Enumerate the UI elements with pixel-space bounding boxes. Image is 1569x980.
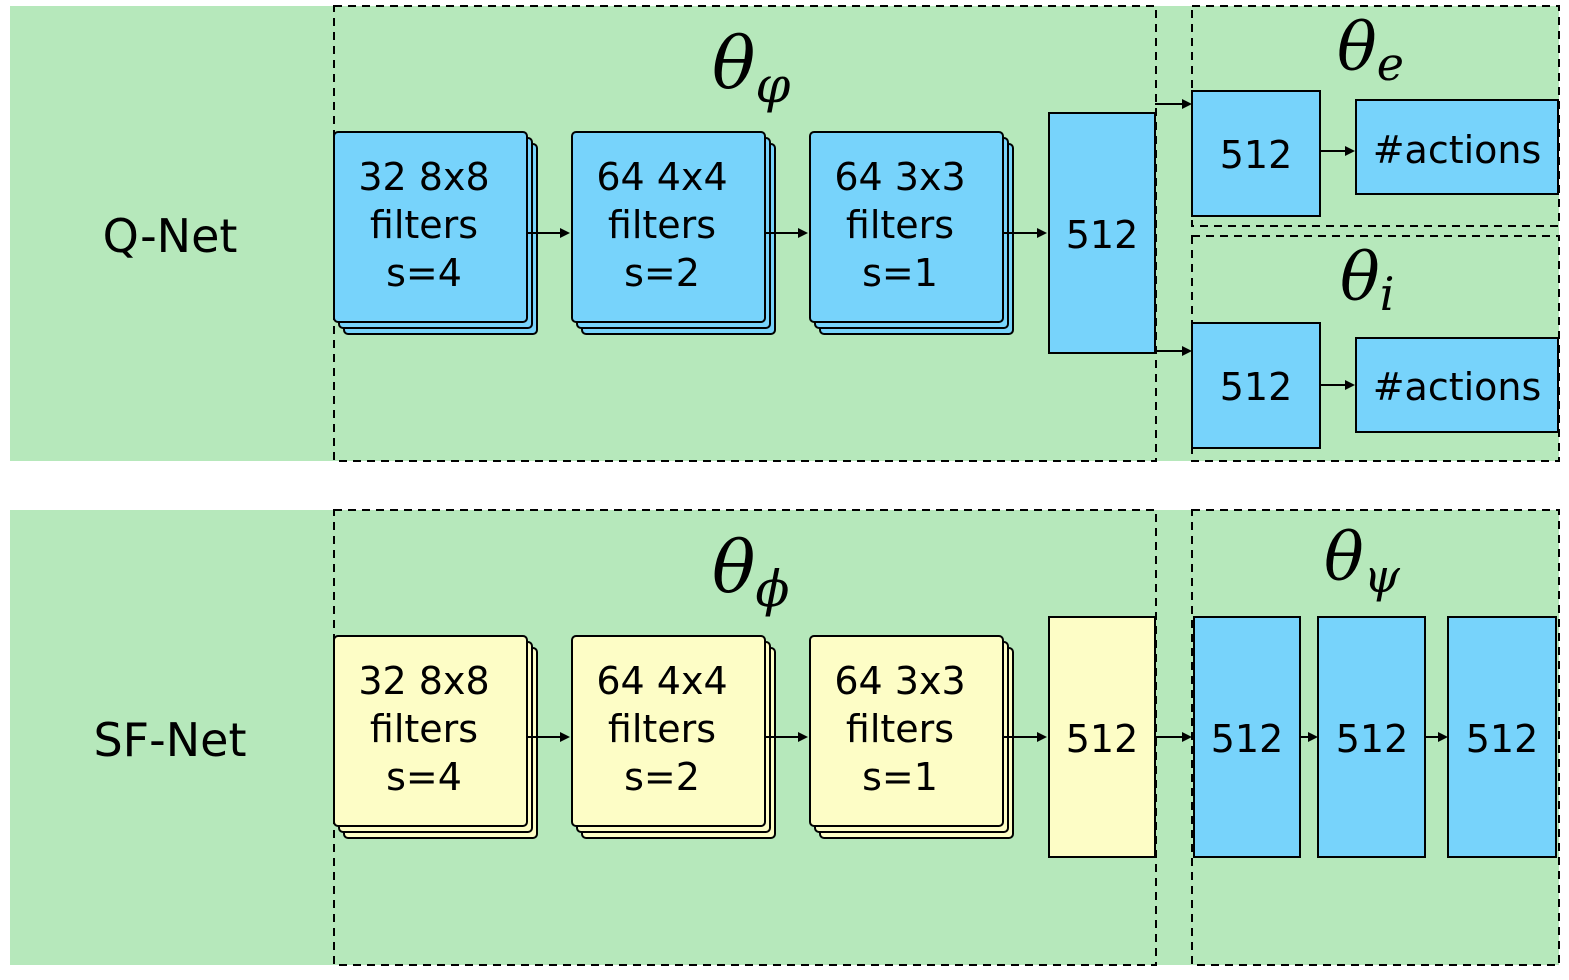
svg-text:#actions: #actions bbox=[1373, 365, 1542, 409]
qnet-conv2-block: 64 4x4 filters s=2 bbox=[571, 131, 776, 335]
sfnet-label: SF-Net bbox=[93, 713, 246, 767]
theta-phi-sf-title: θϕ bbox=[712, 525, 789, 618]
svg-text:filters: filters bbox=[370, 203, 478, 247]
svg-text:s=2: s=2 bbox=[624, 755, 700, 799]
psi-fc2-block: 512 bbox=[1317, 616, 1426, 858]
svg-text:32 8x8: 32 8x8 bbox=[358, 659, 489, 703]
svg-text:512: 512 bbox=[1466, 717, 1539, 761]
sfnet-panel: SF-Net θϕ θψ 32 8x8 filters s=4 64 4x4 f… bbox=[10, 509, 1560, 966]
sfnet-conv1-block: 32 8x8 filters s=4 bbox=[333, 635, 538, 839]
theta-phi-title: θφ bbox=[712, 21, 790, 114]
theta-e-title: θe bbox=[1337, 9, 1404, 91]
qnet-conv1-block: 32 8x8 filters s=4 bbox=[333, 131, 538, 335]
svg-text:filters: filters bbox=[846, 203, 954, 247]
psi-fc3-block: 512 bbox=[1447, 616, 1557, 858]
qnet-conv3-block: 64 3x3 filters s=1 bbox=[809, 131, 1014, 335]
svg-text:s=4: s=4 bbox=[386, 755, 462, 799]
qnet-arrows bbox=[527, 99, 1355, 390]
svg-text:filters: filters bbox=[608, 203, 716, 247]
svg-text:s=4: s=4 bbox=[386, 251, 462, 295]
svg-text:512: 512 bbox=[1336, 717, 1409, 761]
svg-text:32 8x8: 32 8x8 bbox=[358, 155, 489, 199]
sfnet-conv2-block: 64 4x4 filters s=2 bbox=[571, 635, 776, 839]
svg-text:s=2: s=2 bbox=[624, 251, 700, 295]
svg-text:512: 512 bbox=[1211, 717, 1284, 761]
svg-text:s=1: s=1 bbox=[862, 755, 938, 799]
svg-text:64 4x4: 64 4x4 bbox=[596, 659, 727, 703]
theta-psi-title: θψ bbox=[1324, 519, 1401, 603]
svg-text:64 4x4: 64 4x4 bbox=[596, 155, 727, 199]
svg-text:#actions: #actions bbox=[1373, 128, 1542, 172]
sfnet-conv3-block: 64 3x3 filters s=1 bbox=[809, 635, 1014, 839]
qnet-label: Q-Net bbox=[103, 209, 238, 263]
svg-text:512: 512 bbox=[1220, 133, 1293, 177]
theta-e-output-block: #actions bbox=[1355, 99, 1559, 195]
qnet-panel: Q-Net θφ θe θi 32 8x8 filters s=4 64 4x4… bbox=[10, 5, 1560, 462]
theta-i-output-block: #actions bbox=[1355, 337, 1559, 433]
sfnet-fc-block: 512 bbox=[1048, 616, 1156, 858]
svg-text:s=1: s=1 bbox=[862, 251, 938, 295]
theta-e-fc-block: 512 bbox=[1191, 90, 1321, 217]
svg-text:512: 512 bbox=[1066, 213, 1139, 257]
svg-text:64 3x3: 64 3x3 bbox=[834, 659, 965, 703]
svg-text:filters: filters bbox=[608, 707, 716, 751]
theta-i-fc-block: 512 bbox=[1191, 322, 1321, 449]
svg-text:512: 512 bbox=[1220, 365, 1293, 409]
svg-text:64 3x3: 64 3x3 bbox=[834, 155, 965, 199]
qnet-fc-block: 512 bbox=[1048, 112, 1156, 354]
psi-fc1-block: 512 bbox=[1193, 616, 1301, 858]
svg-text:filters: filters bbox=[370, 707, 478, 751]
theta-psi-group-box bbox=[1191, 509, 1560, 966]
svg-text:filters: filters bbox=[846, 707, 954, 751]
svg-text:512: 512 bbox=[1066, 717, 1139, 761]
theta-i-title: θi bbox=[1340, 239, 1394, 321]
